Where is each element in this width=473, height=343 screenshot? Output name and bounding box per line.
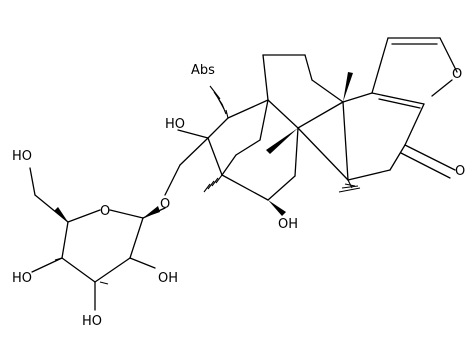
- ether-linker: [142, 137, 209, 219]
- furan-oxygen-label: O: [452, 67, 462, 82]
- sugar-hydroxyl-bottom-label: HO: [82, 314, 102, 329]
- abs-stereo-label: Abs: [191, 63, 215, 78]
- atom-labels: O O Abs HO OH O O HO HO OH HO: [12, 63, 465, 329]
- stereo-wedges: [54, 72, 353, 222]
- enone-ring: [342, 92, 456, 181]
- sugar-hydroxyl-top-label: HO: [12, 149, 32, 164]
- hydroxyl-upper-label: HO: [165, 117, 185, 132]
- hashed-bonds: [54, 85, 361, 285]
- ether-oxygen-label: O: [160, 197, 170, 212]
- hydroxyl-b-ring-label: OH: [278, 217, 298, 232]
- furan-ring: [371, 37, 458, 109]
- sugar-hydroxyl-right-label: OH: [158, 271, 178, 286]
- ketone-oxygen-label: O: [455, 164, 465, 179]
- sugar-hydroxyl-left-label: HO: [12, 271, 32, 286]
- glucose-ring: [29, 167, 156, 311]
- c-ring: [262, 54, 349, 181]
- sugar-ring-oxygen-label: O: [100, 204, 110, 219]
- bicyclo-core: [177, 99, 299, 201]
